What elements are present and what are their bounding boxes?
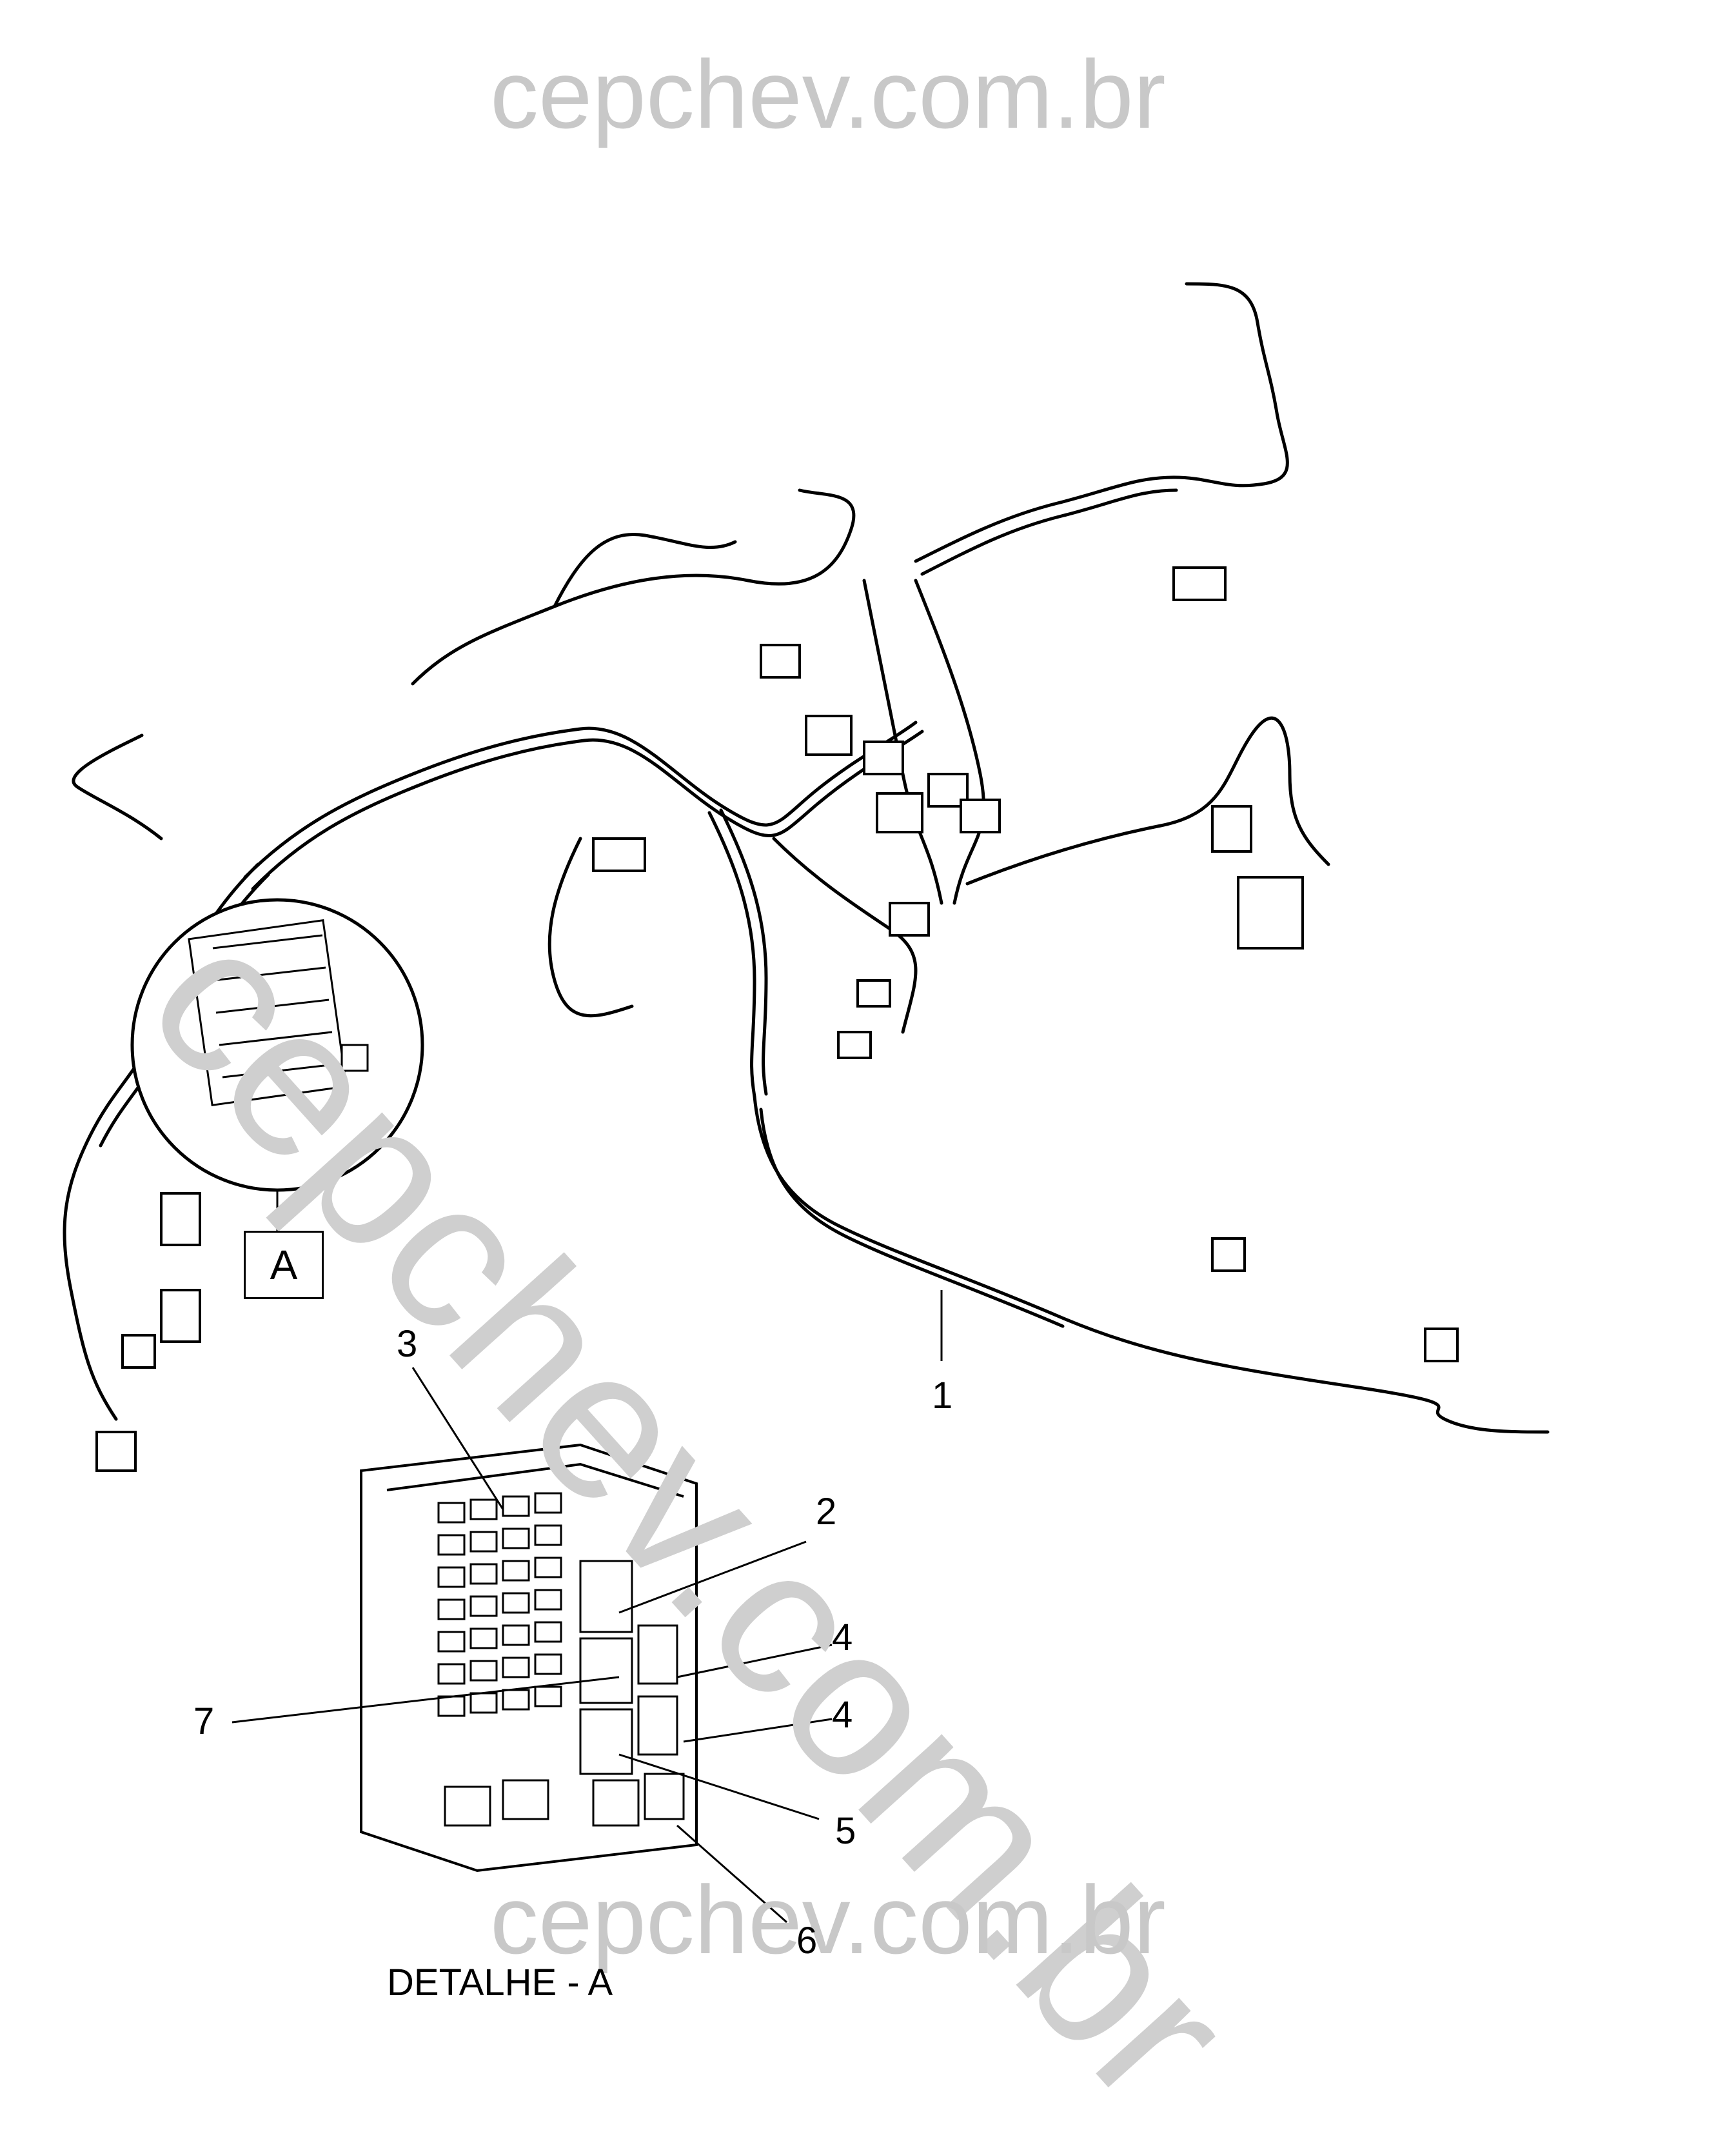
connector-block — [960, 799, 1001, 833]
connector-block — [95, 1431, 137, 1472]
fuse-box-detail — [360, 1443, 698, 1873]
harness-vertical-drop — [707, 811, 756, 1099]
leader-3 — [411, 1367, 504, 1510]
connector-block — [592, 837, 646, 872]
leader-5 — [618, 1753, 820, 1820]
harness-right-branch — [965, 716, 1330, 886]
detail-marker: A — [244, 1231, 324, 1299]
harness-vertical-drop-inner — [719, 808, 768, 1096]
relay — [579, 1708, 633, 1775]
harness-center-2 — [914, 579, 985, 905]
harness-trunk-inner — [251, 730, 924, 891]
relay — [592, 1779, 640, 1827]
harness-lower-branch-inner — [759, 1108, 1065, 1328]
relay — [579, 1637, 633, 1704]
relay — [502, 1779, 549, 1820]
callout-7: 7 — [193, 1700, 215, 1742]
harness-left-wire — [72, 733, 163, 840]
harness-upper-branch — [914, 282, 1289, 563]
callout-1: 1 — [932, 1375, 953, 1417]
relay — [637, 1695, 678, 1756]
connector-block — [160, 1192, 201, 1246]
leader-6 — [676, 1824, 787, 1924]
connector-block — [121, 1334, 156, 1369]
connector-block — [876, 792, 923, 833]
connector-block — [1424, 1328, 1459, 1362]
harness-center-4 — [547, 837, 634, 1018]
harness-top-wire — [411, 488, 856, 686]
leader-7 — [232, 1676, 620, 1724]
fuse-box-small — [188, 919, 348, 1107]
detail-caption: DETALHE - A — [387, 1962, 613, 2004]
relay — [444, 1785, 491, 1827]
callout-3: 3 — [397, 1323, 418, 1365]
callout-6: 6 — [796, 1920, 818, 1962]
leader-4a — [676, 1644, 833, 1678]
connector-block — [863, 741, 904, 775]
leader-2 — [618, 1540, 807, 1614]
harness-upper-branch-inner — [920, 488, 1178, 576]
callout-5: 5 — [835, 1810, 856, 1852]
connector-block — [160, 1289, 201, 1343]
callout-2: 2 — [816, 1491, 837, 1533]
wiring-harness-diagram — [63, 282, 1550, 1924]
leader-4b — [683, 1718, 833, 1743]
callout-4b: 4 — [832, 1694, 853, 1736]
connector-block — [1211, 1237, 1246, 1272]
connector-block — [1211, 805, 1252, 853]
connector-block — [805, 715, 853, 756]
relay — [644, 1773, 685, 1820]
connector-block — [760, 644, 801, 679]
connector-block — [1172, 566, 1227, 601]
callout-4a: 4 — [832, 1616, 853, 1658]
connector-block — [1237, 876, 1304, 950]
watermark-bottom: cepchev.com.br — [490, 1865, 1166, 1974]
harness-top-wire-2 — [553, 533, 737, 608]
relay — [637, 1624, 678, 1685]
connector-block — [856, 979, 891, 1008]
connector-block — [889, 902, 930, 937]
harness-trunk — [243, 721, 918, 879]
harness-lower-branch — [753, 1095, 1550, 1434]
watermark-top: cepchev.com.br — [490, 40, 1166, 148]
relay — [579, 1560, 633, 1633]
connector-block — [837, 1031, 872, 1059]
